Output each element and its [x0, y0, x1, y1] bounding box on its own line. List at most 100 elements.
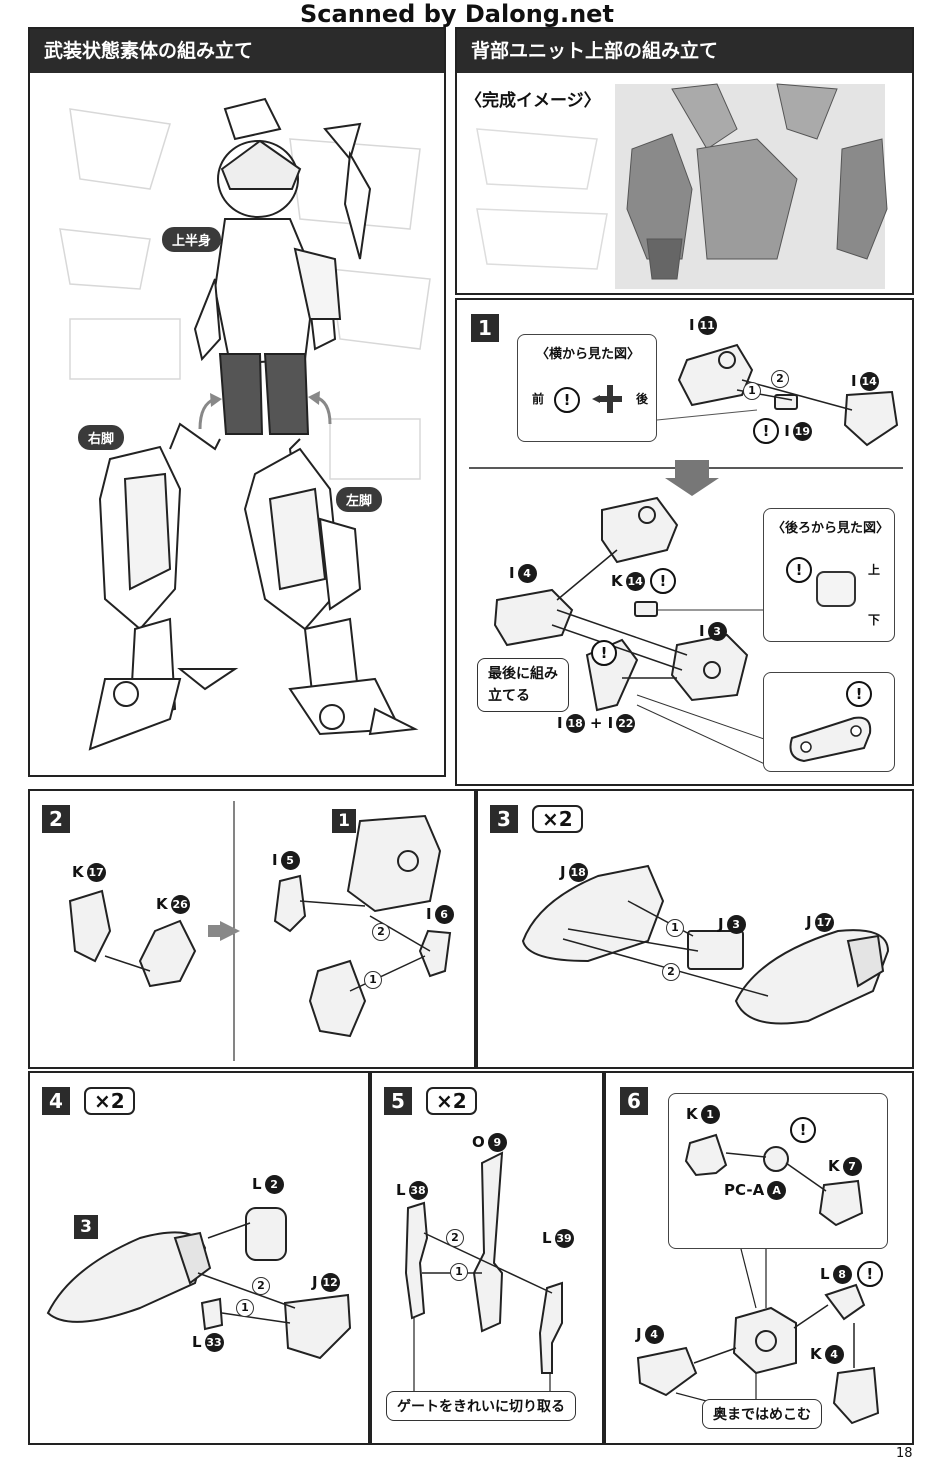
part-number: 33: [204, 1333, 224, 1352]
order-2-marker: 2: [252, 1277, 270, 1295]
step-5-drawing: [404, 1151, 563, 1395]
part-number: 39: [554, 1229, 574, 1248]
page-number: 18: [896, 1446, 913, 1461]
watermark: Scanned by Dalong.net: [300, 0, 614, 28]
caution-icon: !: [786, 557, 812, 583]
press-fit-note: 奥まではめこむ: [702, 1399, 822, 1429]
step-5-multiplier: ×2: [426, 1087, 477, 1115]
caution-icon: !: [790, 1117, 816, 1143]
armed-body-panel: 武装状態素体の組み立て: [28, 27, 446, 777]
completion-photo: [476, 83, 888, 289]
part-letter: I: [784, 422, 790, 440]
part-letter: I: [699, 622, 705, 640]
step-2-drawing: [68, 801, 452, 1061]
part-number: 38: [408, 1181, 428, 1200]
step-1-number: 1: [471, 314, 499, 342]
order-1-marker: 1: [364, 971, 382, 989]
part-letter: J: [718, 915, 724, 933]
caution-icon: !: [554, 387, 580, 413]
part-letter: J: [312, 1273, 318, 1291]
ref-step-1-badge: 1: [332, 809, 356, 833]
rear-view-title: 〈後ろから見た図〉: [772, 521, 890, 536]
part-letter: J: [560, 863, 566, 881]
part-number: 14: [859, 372, 879, 391]
part-number: 6: [434, 905, 454, 924]
step-6-number: 6: [620, 1087, 648, 1115]
cross-part-icon: [592, 385, 622, 413]
step-4-multiplier: ×2: [84, 1087, 135, 1115]
rear-view-box: 〈後ろから見た図〉 ! 上 下: [763, 508, 895, 642]
part-letter: I: [426, 905, 432, 923]
part-number: 19: [792, 422, 812, 441]
part-number: 9: [487, 1133, 507, 1152]
part-number: 4: [517, 564, 537, 583]
part-letter: L: [252, 1175, 262, 1193]
part-number: 5: [280, 851, 300, 870]
step-4-number: 4: [42, 1087, 70, 1115]
part-letter: J: [636, 1325, 642, 1343]
completion-image-label: 〈完成イメージ〉: [465, 91, 601, 111]
part-number: 12: [320, 1273, 340, 1292]
side-view-box: 〈横から見た図〉 前 ! 後: [517, 334, 657, 442]
part-number: 8: [832, 1265, 852, 1284]
step-3-multiplier: ×2: [532, 805, 583, 833]
step-3-drawing: [521, 864, 890, 1025]
gate-cut-note: ゲートをきれいに切り取る: [386, 1391, 576, 1421]
part-number: 3: [726, 915, 746, 934]
ref-step-3-badge: 3: [74, 1215, 98, 1239]
step-1-drawing: [469, 343, 903, 766]
caution-icon: !: [753, 418, 779, 444]
step-5-number: 5: [384, 1087, 412, 1115]
part-number: 26: [170, 895, 190, 914]
order-2-marker: 2: [662, 963, 680, 981]
part-number: 1: [700, 1105, 720, 1124]
part-number: 3: [707, 622, 727, 641]
left-leg-label: 左脚: [336, 487, 383, 512]
part-letter: I: [272, 851, 278, 869]
part-number: 17: [86, 863, 106, 882]
armed-body-header: 武装状態素体の組み立て: [30, 29, 444, 73]
part-letter: L: [192, 1333, 202, 1351]
up-label: 上: [868, 563, 881, 577]
part-letter: L: [820, 1265, 830, 1283]
part-number: 22: [616, 714, 636, 733]
step-4-drawing: [46, 1207, 352, 1360]
right-leg-label: 右脚: [78, 425, 125, 450]
part-letter: I: [509, 564, 515, 582]
step-3-number: 3: [490, 805, 518, 833]
order-1-marker: 1: [743, 382, 761, 400]
caution-icon: !: [649, 568, 676, 594]
part-number: 2: [264, 1175, 284, 1194]
figure-illustration: [59, 97, 431, 751]
caution-icon: !: [846, 681, 872, 707]
caution-icon: !: [591, 640, 617, 666]
part-letter: I: [557, 714, 563, 732]
final-assembly-note: 最後に組み 立てる: [477, 658, 569, 712]
part-letter: K: [72, 863, 84, 881]
part-letter: K: [810, 1345, 822, 1363]
plate-part-icon: [789, 716, 872, 763]
part-number: 4: [644, 1325, 664, 1344]
step-6-drawing: [636, 1133, 880, 1425]
part-letter: I: [851, 372, 857, 390]
part-number: 14: [625, 572, 645, 591]
